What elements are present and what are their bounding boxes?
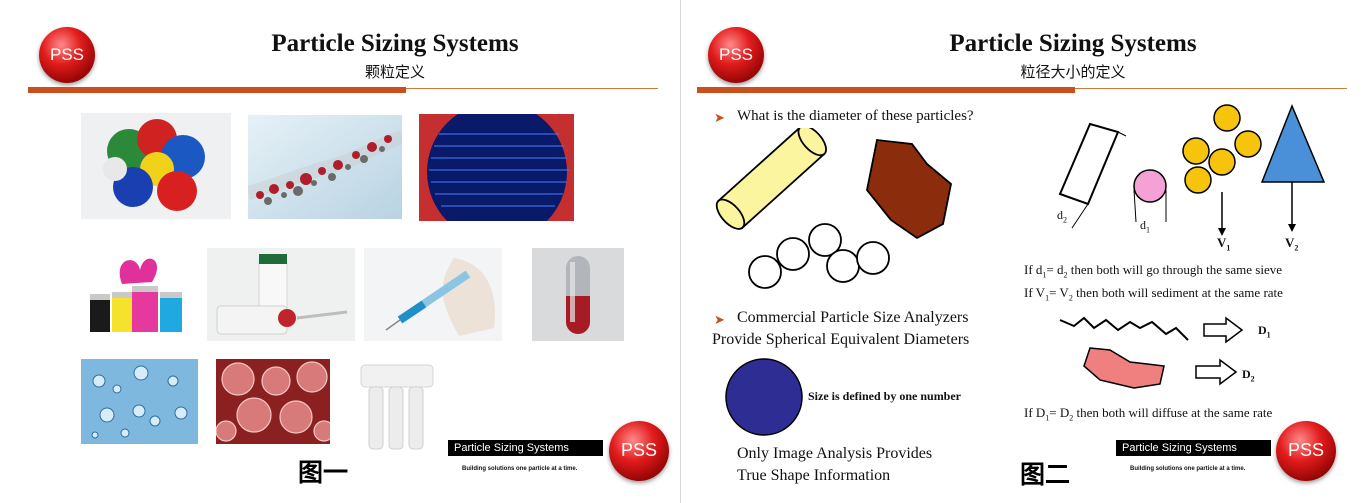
figure-label: 图一	[298, 458, 349, 487]
photo-metal-spheres-wave	[248, 115, 402, 219]
image-analysis-line-1: Only Image Analysis Provides	[737, 445, 933, 462]
photo-syringe-hand	[364, 248, 502, 341]
photo-silicon-wafer	[419, 114, 574, 221]
figure-label: 图二	[1020, 460, 1071, 489]
d2-label: d2	[1057, 208, 1067, 225]
footer-company-box: Particle Sizing Systems	[1116, 440, 1271, 456]
footer-tagline: Building solutions one particle at a tim…	[462, 466, 578, 472]
v2-label: V2	[1285, 235, 1299, 253]
slide-particle-size-definition: PSS Particle Sizing Systems 粒径大小的定义 ➤ Wh…	[682, 0, 1364, 503]
title-underline-bar	[697, 87, 1075, 93]
sieve-statement: If d1= d2 then both will go through the …	[1024, 262, 1282, 280]
pss-logo-footer: PSS	[1276, 421, 1336, 481]
logo-text-footer: PSS	[620, 440, 658, 460]
size-defined-text: Size is defined by one number	[808, 389, 962, 403]
bullet-arrow-icon-2: ➤	[714, 312, 725, 327]
slide-particle-definition: PSS Particle Sizing Systems 颗粒定义	[0, 0, 681, 503]
v1-label: V1	[1217, 235, 1231, 253]
photo-colored-granules	[81, 113, 231, 219]
pss-logo: PSS	[708, 27, 764, 83]
D2-label: D2	[1242, 367, 1255, 384]
equivalent-sphere-circle	[725, 358, 803, 436]
logo-text: PSS	[718, 45, 754, 64]
logo-text: PSS	[49, 45, 85, 64]
question-text: What is the diameter of these particles?	[737, 108, 974, 124]
photo-capsule	[532, 248, 624, 341]
diffuse-statement: If D1= D2 then both will diffuse at the …	[1024, 405, 1273, 423]
commercial-line-2: Provide Spherical Equivalent Diameters	[712, 331, 970, 348]
commercial-line-1: Commercial Particle Size Analyzers	[737, 309, 969, 326]
slide-title: Particle Sizing Systems	[949, 30, 1197, 57]
photo-vaccine-vials	[207, 248, 355, 341]
pss-logo: PSS	[39, 27, 95, 83]
diffusion-diagram	[1059, 316, 1244, 389]
logo-text-footer: PSS	[1287, 440, 1325, 460]
d1-label: d1	[1140, 218, 1150, 235]
image-analysis-line-2: True Shape Information	[737, 467, 891, 484]
photo-paint-jars	[82, 248, 190, 338]
irregular-particles-drawing	[715, 128, 952, 289]
photo-water-filter	[357, 361, 437, 455]
title-underline-bar	[28, 87, 406, 93]
sieve-sediment-diagram	[1058, 104, 1326, 236]
title-underline-line	[406, 88, 658, 89]
footer-tagline: Building solutions one particle at a tim…	[1130, 466, 1246, 472]
sediment-statement: If V1= V2 then both will sediment at the…	[1024, 285, 1283, 303]
D1-label: D1	[1258, 323, 1271, 340]
slide-title: Particle Sizing Systems	[271, 30, 519, 57]
footer-company-box: Particle Sizing Systems	[448, 440, 603, 456]
pss-logo-footer: PSS	[609, 421, 669, 481]
bullet-arrow-icon: ➤	[714, 110, 725, 125]
photo-water-droplets	[81, 359, 198, 444]
slide-subtitle: 颗粒定义	[364, 63, 425, 81]
title-underline-line	[1075, 88, 1347, 89]
slide-subtitle: 粒径大小的定义	[1020, 63, 1126, 81]
photo-virus-particles	[216, 359, 330, 444]
